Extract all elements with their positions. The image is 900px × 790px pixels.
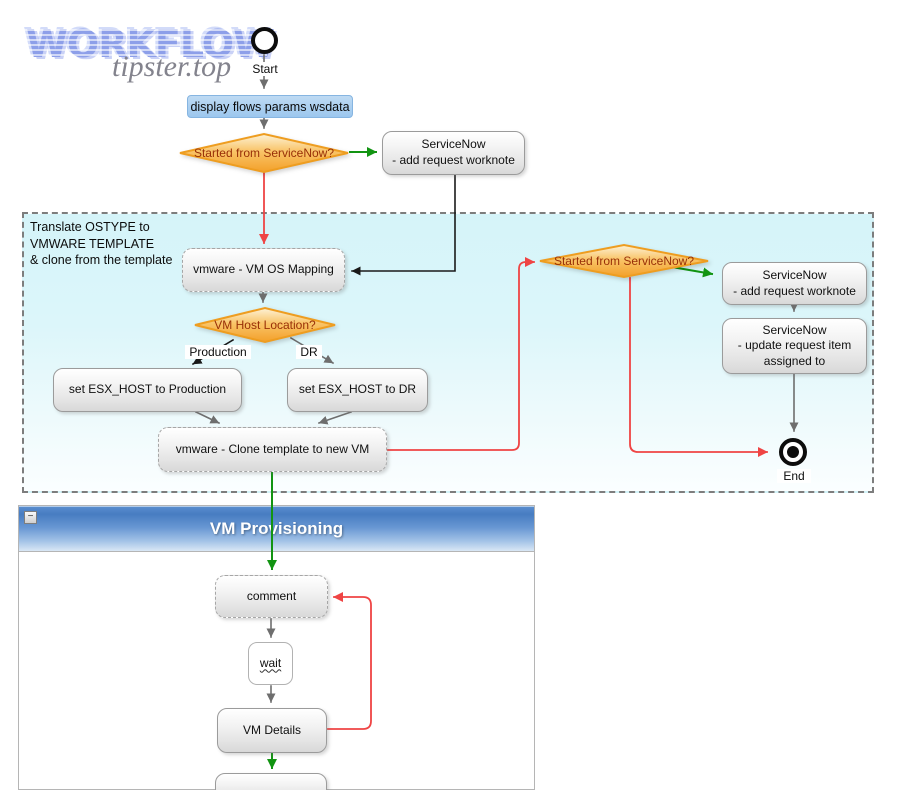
node-servicenow-update-request[interactable]: ServiceNow - update request item assigne… (722, 318, 867, 374)
node-line: set ESX_HOST to Production (68, 382, 227, 397)
node-set-esx-dr[interactable]: set ESX_HOST to DR (287, 368, 428, 412)
node-line: ServiceNow (421, 137, 486, 152)
decision-started-from-servicenow-2[interactable]: Started from ServiceNow? (553, 254, 695, 268)
region-note-line3: & clone from the template (30, 253, 173, 267)
node-vm-os-mapping[interactable]: vmware - VM OS Mapping (182, 248, 345, 292)
node-line: comment (246, 588, 297, 603)
collapse-button[interactable]: − (24, 511, 37, 524)
node-line: assigned to (763, 353, 826, 368)
start-label: Start (246, 62, 284, 76)
node-line: VM Details (242, 722, 301, 737)
node-line: set ESX_HOST to DR (298, 382, 417, 397)
end-node[interactable] (779, 438, 807, 466)
branch-label-dr: DR (296, 345, 322, 359)
decision-started-from-servicenow-1[interactable]: Started from ServiceNow? (193, 146, 335, 160)
region-note-line2: VMWARE TEMPLATE (30, 236, 155, 251)
node-line: wait (259, 655, 282, 670)
node-line: ServiceNow (762, 267, 827, 282)
node-line: - add request worknote (392, 153, 515, 167)
region-note: Translate OSTYPE to VMWARE TEMPLATE & cl… (30, 219, 172, 269)
panel-title: VM Provisioning (209, 519, 344, 538)
node-line: vmware - VM OS Mapping (193, 262, 334, 277)
branch-label-production: Production (185, 345, 251, 359)
node-wait[interactable]: wait (248, 642, 293, 685)
node-line: - add request worknote (733, 283, 856, 298)
node-servicenow-add-worknote-2[interactable]: ServiceNow - add request worknote (722, 262, 867, 305)
region-note-line1: Translate OSTYPE to (30, 220, 150, 234)
node-display-params[interactable]: display flows params wsdata (187, 95, 353, 118)
node-line: ServiceNow (762, 322, 827, 337)
vm-provisioning-header[interactable]: − VM Provisioning (19, 506, 534, 552)
watermark-subtitle: tipster.top (112, 50, 232, 83)
start-node[interactable] (251, 27, 278, 54)
node-vm-details[interactable]: VM Details (217, 708, 327, 753)
node-clone-template[interactable]: vmware - Clone template to new VM (158, 427, 387, 472)
decision-vm-host-location[interactable]: VM Host Location? (214, 318, 316, 332)
node-line: vmware - Clone template to new VM (175, 441, 370, 456)
node-set-esx-production[interactable]: set ESX_HOST to Production (53, 368, 242, 412)
node-comment[interactable]: comment (215, 575, 328, 618)
end-node-dot (787, 446, 799, 458)
node-next-step-partial[interactable] (215, 773, 327, 790)
end-label: End (777, 469, 811, 483)
node-servicenow-add-worknote-1[interactable]: ServiceNow - add request worknote (382, 131, 525, 175)
node-line: - update request item (737, 338, 852, 353)
